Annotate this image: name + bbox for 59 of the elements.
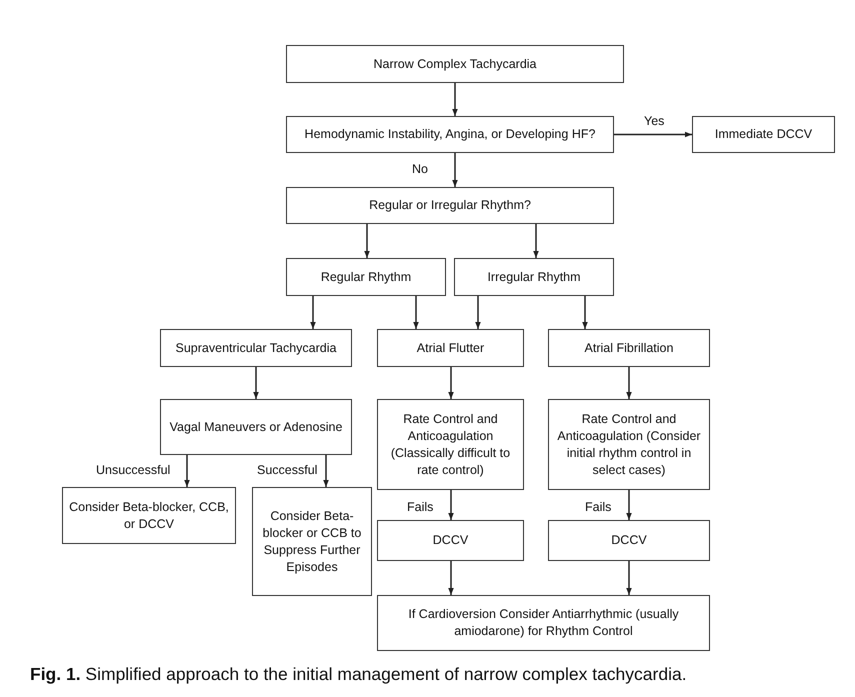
edge-label: Yes <box>642 114 666 128</box>
arrow <box>626 490 632 520</box>
arrow <box>452 83 458 116</box>
arrow <box>452 153 458 187</box>
process-box <box>252 487 372 596</box>
process-box <box>377 329 524 367</box>
box-text: Supraventricular Tachycardia <box>174 340 338 356</box>
figure-caption: Fig. 1. Simplified approach to the initial management of narrow complex tachycardia. <box>30 664 687 685</box>
arrow <box>323 455 329 487</box>
box-text: Regular Rhythm <box>320 268 412 286</box>
box-text: Vagal Maneuvers or Adenosine <box>168 418 344 436</box>
arrow <box>253 367 259 399</box>
arrow <box>448 561 454 595</box>
process-box <box>62 487 236 544</box>
arrow <box>364 224 370 258</box>
arrow <box>448 367 454 399</box>
box-text: Irregular Rhythm <box>486 268 582 286</box>
box-text: Rate Control and Anticoagulation (Consider initial rhythm control in select cases) <box>556 410 702 478</box>
process-box <box>454 258 614 296</box>
box-text: Consider Beta-blocker or CCB to Suppress Further Episodes <box>262 508 362 576</box>
box-text: DCCV <box>610 532 648 549</box>
process-box <box>548 520 710 561</box>
box-text: DCCV <box>432 532 470 549</box>
process-box <box>286 187 614 224</box>
arrow <box>184 455 190 487</box>
process-box <box>377 520 524 561</box>
edge-label: Unsuccessful <box>94 463 172 477</box>
arrow <box>626 561 632 595</box>
box-text: Hemodynamic Instability, Angina, or Developing HF? <box>304 126 596 143</box>
arrow <box>614 132 692 138</box>
process-box <box>286 45 624 83</box>
box-text: Immediate DCCV <box>714 126 814 143</box>
box-text: Consider Beta-blocker, CCB, or DCCV <box>68 498 230 532</box>
arrow <box>310 296 316 329</box>
process-box <box>548 329 710 367</box>
arrow <box>475 296 481 329</box>
box-text: Atrial Flutter <box>416 340 486 356</box>
process-box <box>377 595 710 651</box>
arrow <box>533 224 539 258</box>
process-box <box>692 116 835 153</box>
process-box <box>160 399 352 455</box>
process-box <box>286 116 614 153</box>
edge-label: Fails <box>405 500 436 514</box>
edge-label: Successful <box>255 463 320 477</box>
process-box <box>377 399 524 490</box>
arrow <box>582 296 588 329</box>
box-text: Regular or Irregular Rhythm? <box>368 197 532 214</box>
box-text: Atrial Fibrillation <box>584 340 674 356</box>
arrow <box>448 490 454 520</box>
edge-label: Fails <box>583 500 614 514</box>
arrow <box>413 296 419 329</box>
arrow <box>626 367 632 399</box>
edge-label: No <box>410 162 430 176</box>
process-box <box>286 258 446 296</box>
process-box <box>160 329 352 367</box>
process-box <box>548 399 710 490</box>
box-text: If Cardioversion Consider Antiarrhythmic (usually amiodarone) for Rhythm Control <box>407 606 680 640</box>
box-text: Rate Control and Anticoagulation (Classically difficult to rate control) <box>390 410 512 478</box>
box-text: Narrow Complex Tachycardia <box>372 56 538 72</box>
